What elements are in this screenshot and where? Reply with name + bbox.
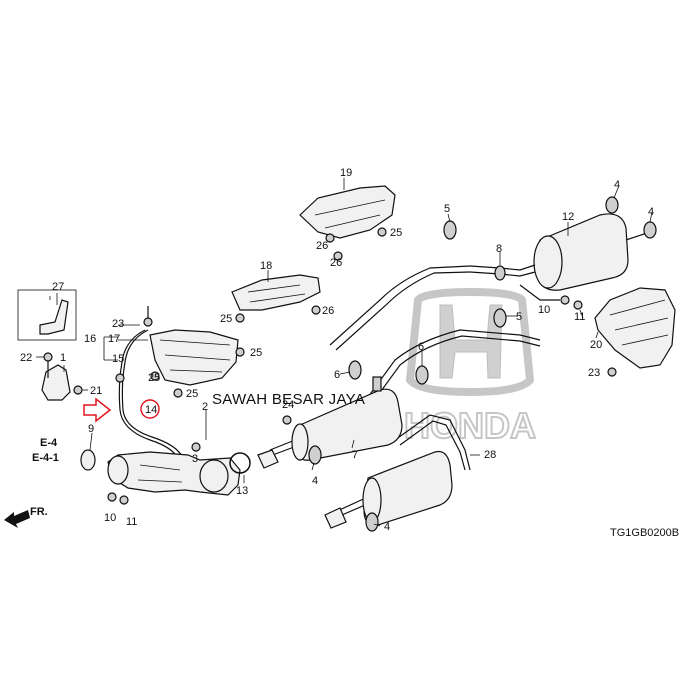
label-2: 2 xyxy=(202,401,208,413)
nut-11-rear xyxy=(573,300,583,310)
label-23: 23 xyxy=(112,318,124,330)
label-25-d: 25 xyxy=(220,313,232,325)
label-11-a: 11 xyxy=(126,516,137,528)
label-10-a: 10 xyxy=(104,512,116,524)
label-7: 7 xyxy=(352,449,358,461)
label-25-b: 25 xyxy=(186,388,198,400)
label-4-d: 4 xyxy=(384,521,390,533)
label-15: 15 xyxy=(112,353,124,365)
label-3: 3 xyxy=(192,453,198,465)
nut-26-b xyxy=(333,251,343,261)
muffler-28 xyxy=(324,450,453,529)
gasket-13 xyxy=(229,452,251,474)
label-11-b: 11 xyxy=(574,311,585,323)
label-1: 1 xyxy=(60,352,66,364)
diagram-code: TG1GB0200B xyxy=(610,527,679,539)
exhaust-pipe-assembly xyxy=(329,265,541,471)
label-23-b: 23 xyxy=(588,367,600,379)
catalytic-converter-2 xyxy=(107,451,241,496)
label-9: 9 xyxy=(88,423,94,435)
gasket-9 xyxy=(80,449,96,471)
front-arrow-icon xyxy=(4,510,30,528)
sensor-stay-1 xyxy=(36,352,88,401)
nut-25-b xyxy=(173,388,183,398)
label-6-b: 6 xyxy=(418,341,424,353)
front-label: FR. xyxy=(30,506,48,518)
label-25-c: 25 xyxy=(250,347,262,359)
rubber-hangers xyxy=(308,196,657,532)
label-22: 22 xyxy=(20,352,32,364)
label-20: 20 xyxy=(590,339,602,351)
label-4-b: 4 xyxy=(614,179,620,191)
bolt-10-front xyxy=(107,492,117,502)
label-8: 8 xyxy=(496,243,502,255)
heat-shield-front xyxy=(143,306,239,386)
heat-shield-18 xyxy=(231,274,321,315)
label-25-e: 25 xyxy=(390,227,402,239)
heat-shield-20 xyxy=(594,287,676,369)
label-26-c: 26 xyxy=(322,305,334,317)
bolt-23-rear xyxy=(607,367,617,377)
front-direction: FR. xyxy=(4,506,48,528)
label-19: 19 xyxy=(340,167,352,179)
label-12: 12 xyxy=(562,211,574,223)
label-14: 14 xyxy=(145,404,157,416)
red-circle-icon xyxy=(140,399,160,419)
bracket-27 xyxy=(17,289,77,341)
label-4-a: 4 xyxy=(312,475,318,487)
honda-wordmark: HONDA xyxy=(404,405,536,446)
bolt-3 xyxy=(191,442,201,452)
nut-25-d xyxy=(235,313,245,323)
honda-logo-watermark: HONDA xyxy=(403,287,537,447)
label-5-b: 5 xyxy=(516,311,522,323)
ref-label-e4: E-4 xyxy=(40,437,58,449)
bolt-10-rear xyxy=(560,295,570,305)
store-watermark: SAWAH BESAR JAYA xyxy=(212,391,365,408)
rear-muffler-12 xyxy=(469,213,651,301)
red-arrow-icon xyxy=(83,397,112,423)
label-25-a: 25 xyxy=(148,372,160,384)
nut-11-front xyxy=(119,495,129,505)
highlight-marker xyxy=(83,397,160,423)
leader-lines xyxy=(56,178,653,527)
label-10-b: 10 xyxy=(538,304,550,316)
label-13: 13 xyxy=(236,485,248,497)
part-labels: 27 23 16 17 15 22 1 21 14 25 25 25 25 26… xyxy=(20,167,679,539)
label-6-a: 6 xyxy=(334,369,340,381)
label-26-b: 26 xyxy=(330,257,342,269)
label-5-a: 5 xyxy=(444,203,450,215)
bolt-24 xyxy=(282,415,292,425)
label-27: 27 xyxy=(52,281,64,293)
heat-shield-19 xyxy=(299,185,396,243)
label-17: 17 xyxy=(108,333,120,345)
resonator-7 xyxy=(257,376,403,469)
label-28: 28 xyxy=(484,449,496,461)
nut-25-c xyxy=(235,347,245,357)
label-26-a: 26 xyxy=(316,240,328,252)
label-18: 18 xyxy=(260,260,272,272)
label-24: 24 xyxy=(282,399,294,411)
label-21: 21 xyxy=(90,385,102,397)
label-16: 16 xyxy=(84,333,96,345)
nut-25-a xyxy=(150,371,160,381)
ref-label-e4-1: E-4-1 xyxy=(32,452,59,464)
label-4-c: 4 xyxy=(648,206,654,218)
